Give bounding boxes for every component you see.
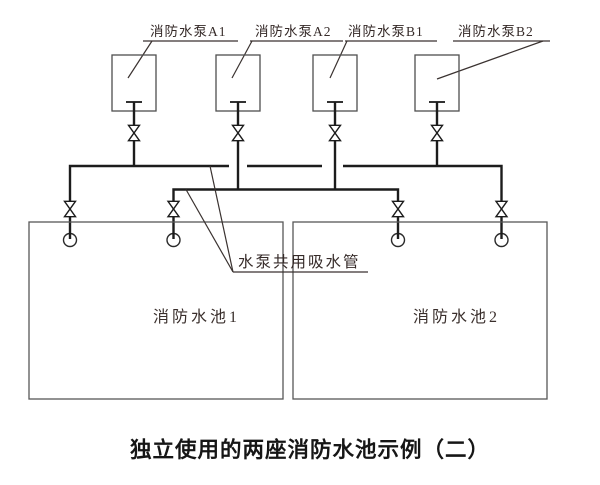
pump-label-a2: 消防水泵A2 xyxy=(255,24,332,39)
tank-2-label: 消防水池2 xyxy=(413,308,500,326)
tank-suction-drops xyxy=(62,200,509,248)
header-b-segment xyxy=(172,188,400,202)
figure-title: 独立使用的两座消防水池示例（二） xyxy=(130,437,490,462)
pump-label-b2-leader-line xyxy=(436,40,544,80)
tank-1-label: 消防水池1 xyxy=(153,308,240,326)
valve-icon-tank-drop-1 xyxy=(63,200,77,218)
pump-label-a1: 消防水泵A1 xyxy=(150,24,227,39)
valve-icon-tank-drop-2 xyxy=(166,200,181,218)
valve-icon-tank-drop-3 xyxy=(391,200,405,218)
fire-water-tanks: 消防水池1 消防水池2 xyxy=(28,221,548,400)
valve-icon-tank-drop-4 xyxy=(494,200,509,218)
valve-icon-pump-a1 xyxy=(127,124,141,142)
pump-label-b2: 消防水泵B2 xyxy=(458,24,534,39)
shared-suction-headers xyxy=(68,164,503,202)
pump-callouts: 消防水泵A1 消防水泵A2 消防水泵B1 消防水泵B2 xyxy=(127,24,550,80)
shared-suction-leader-line-1 xyxy=(209,165,234,273)
pump-label-a2-leader-line xyxy=(231,40,253,79)
valve-icon-pump-b2 xyxy=(430,124,444,142)
pump-label-b1-leader-line xyxy=(329,40,348,79)
header-a-right-segment xyxy=(343,164,503,202)
shared-suction-label: 水泵共用吸水管 xyxy=(238,253,361,271)
tank-2-outline xyxy=(292,221,548,400)
header-a-left-segment xyxy=(68,164,229,202)
valve-icon-pump-a2 xyxy=(231,124,245,142)
pump-label-b1: 消防水泵B1 xyxy=(348,24,424,39)
pump-label-a1-leader-line xyxy=(127,40,153,79)
shared-suction-callout: 水泵共用吸水管 xyxy=(185,165,368,273)
pump-risers xyxy=(127,102,444,190)
valve-icon-pump-b1 xyxy=(328,124,342,142)
shared-suction-leader-line-2 xyxy=(185,189,234,273)
tank-1-outline xyxy=(28,221,284,400)
pump-boxes xyxy=(111,54,460,112)
